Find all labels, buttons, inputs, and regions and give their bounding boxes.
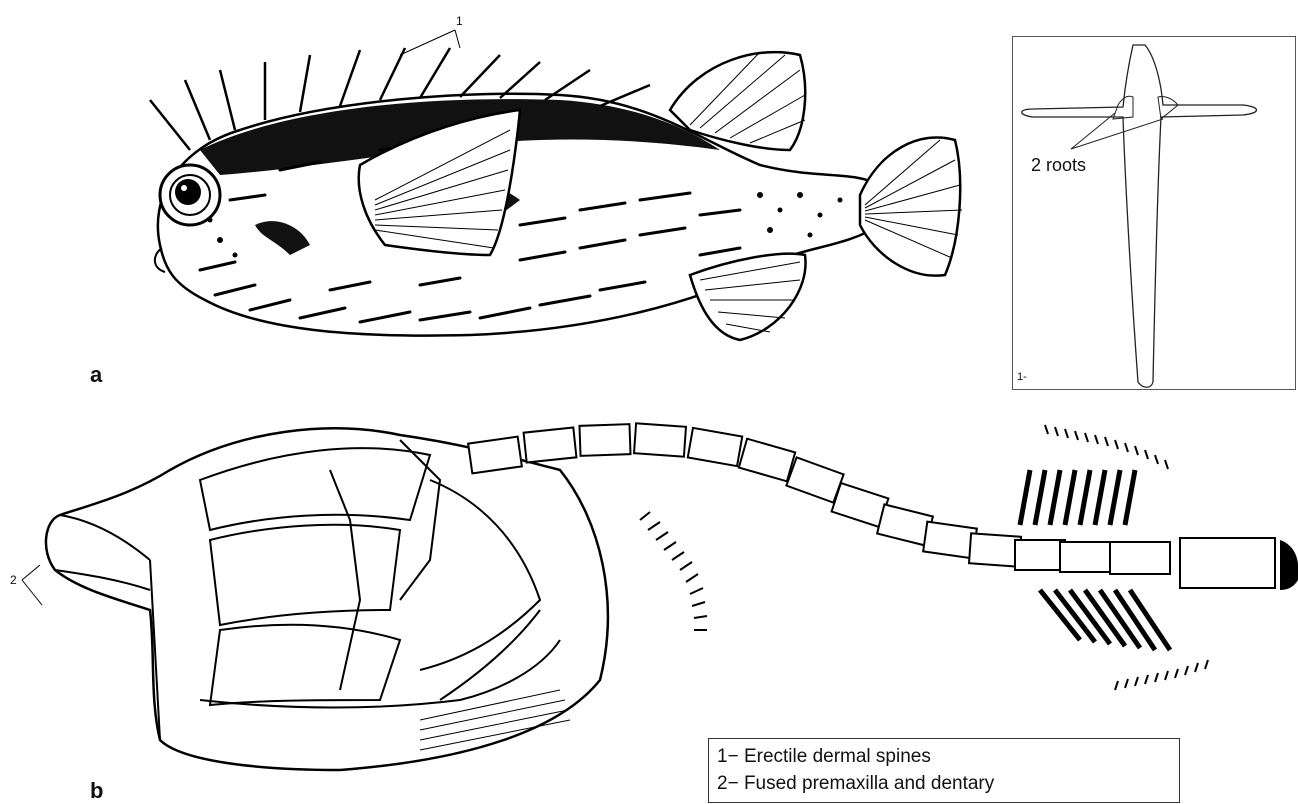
inset-corner-label: 1- [1017, 371, 1027, 383]
legend-item-2: 2− Fused premaxilla and dentary [717, 770, 1171, 797]
jaw-callout-number: 2 [10, 573, 17, 587]
tooth-root-inset: 2 roots 1- [1012, 36, 1296, 390]
tooth-root-drawing [1013, 37, 1297, 391]
legend-item-1: 1− Erectile dermal spines [717, 743, 1171, 770]
panel-a-label: a [90, 362, 102, 388]
panel-b-label: b [90, 778, 103, 804]
spines-callout-number: 1 [456, 14, 463, 28]
legend-box: 1− Erectile dermal spines 2− Fused prema… [708, 738, 1180, 803]
roots-label: 2 roots [1031, 155, 1086, 176]
